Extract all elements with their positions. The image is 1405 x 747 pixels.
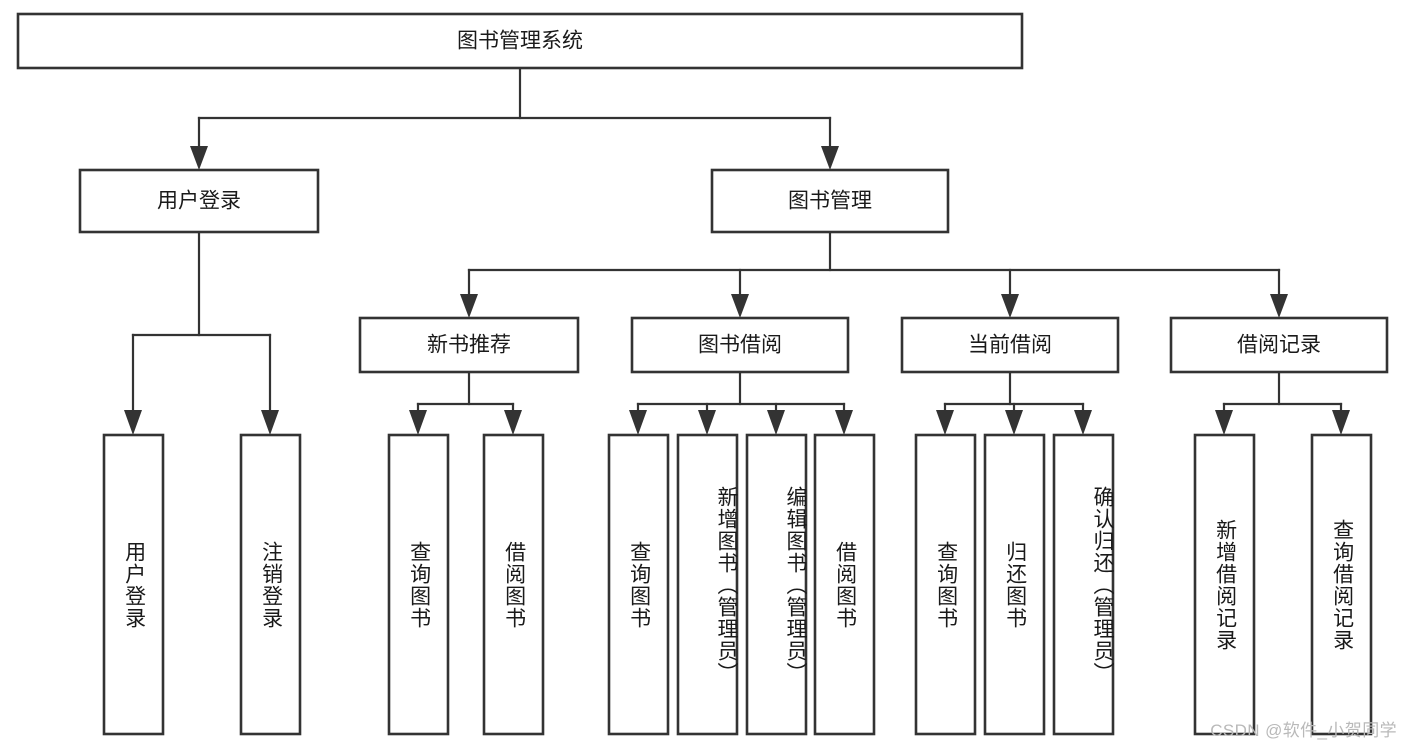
- connector-borrow-to-leaves: [629, 370, 853, 435]
- arrow-head-icon: [629, 410, 647, 435]
- leaf-box-return-book[interactable]: [983, 433, 1046, 736]
- node-borrow-records[interactable]: 借阅记录: [1169, 316, 1389, 374]
- node-label-new-book-recommend: 新书推荐: [427, 334, 511, 357]
- leaf-box-add-book-admin[interactable]: [676, 433, 739, 736]
- node-box[interactable]: [16, 12, 1024, 70]
- arrow-head-icon: [460, 294, 478, 318]
- connector-newbook-to-leaves: [409, 370, 522, 435]
- leaf-box-edit-book-admin[interactable]: [745, 433, 808, 736]
- node-user-login[interactable]: 用户登录: [78, 168, 320, 234]
- connector-current-to-leaves: [936, 370, 1092, 435]
- arrow-head-icon: [835, 410, 853, 435]
- leaf-box-add-borrow-record[interactable]: [1193, 433, 1256, 736]
- arrow-head-icon: [1001, 294, 1019, 318]
- arrow-head-icon: [1270, 294, 1288, 318]
- node-box[interactable]: [630, 316, 850, 374]
- leaf-box-query-book-2[interactable]: [607, 433, 670, 736]
- leaf-boxes: [102, 433, 1373, 736]
- node-root[interactable]: 图书管理系统: [16, 12, 1024, 70]
- leaf-box-confirm-return-admin[interactable]: [1052, 433, 1115, 736]
- node-label-book-borrow: 图书借阅: [698, 334, 782, 357]
- node-book-management[interactable]: 图书管理: [710, 168, 950, 234]
- leaf-box-user-login[interactable]: [102, 433, 165, 736]
- arrow-head-icon: [698, 410, 716, 435]
- arrow-head-icon: [504, 410, 522, 435]
- node-label-user-login: 用户登录: [157, 190, 241, 213]
- arrow-head-icon: [261, 410, 279, 435]
- connector-login-to-leaves: [124, 230, 279, 435]
- node-box[interactable]: [1169, 316, 1389, 374]
- node-label-borrow-records: 借阅记录: [1237, 334, 1321, 357]
- node-box[interactable]: [900, 316, 1120, 374]
- csdn-watermark: CSDN @软件_小贺同学: [1210, 721, 1397, 740]
- node-current-borrow[interactable]: 当前借阅: [900, 316, 1120, 374]
- node-label-book-management: 图书管理: [788, 190, 872, 213]
- arrow-head-icon: [731, 294, 749, 318]
- arrow-head-icon: [1215, 410, 1233, 435]
- leaf-box-query-book-3[interactable]: [914, 433, 977, 736]
- arrow-head-icon: [1074, 410, 1092, 435]
- arrow-head-icon: [190, 146, 208, 170]
- arrow-head-icon: [936, 410, 954, 435]
- node-book-borrow[interactable]: 图书借阅: [630, 316, 850, 374]
- arrow-head-icon: [821, 146, 839, 170]
- node-new-book-recommend[interactable]: 新书推荐: [358, 316, 580, 374]
- leaf-box-query-borrow-record[interactable]: [1310, 433, 1373, 736]
- arrow-head-icon: [124, 410, 142, 435]
- node-label-root: 图书管理系统: [457, 30, 583, 53]
- connector-root-to-level2: [190, 66, 839, 170]
- arrow-head-icon: [1332, 410, 1350, 435]
- node-box[interactable]: [78, 168, 320, 234]
- arrow-head-icon: [1005, 410, 1023, 435]
- connector-bookmgmt-to-level3: [460, 230, 1288, 318]
- arrow-head-icon: [767, 410, 785, 435]
- leaf-box-query-book-1[interactable]: [387, 433, 450, 736]
- leaf-box-borrow-book-2[interactable]: [813, 433, 876, 736]
- leaf-box-logout[interactable]: [239, 433, 302, 736]
- connector-records-to-leaves: [1215, 370, 1350, 435]
- node-box[interactable]: [710, 168, 950, 234]
- arrow-head-icon: [409, 410, 427, 435]
- node-box[interactable]: [358, 316, 580, 374]
- node-label-current-borrow: 当前借阅: [968, 334, 1052, 357]
- leaf-box-borrow-book-1[interactable]: [482, 433, 545, 736]
